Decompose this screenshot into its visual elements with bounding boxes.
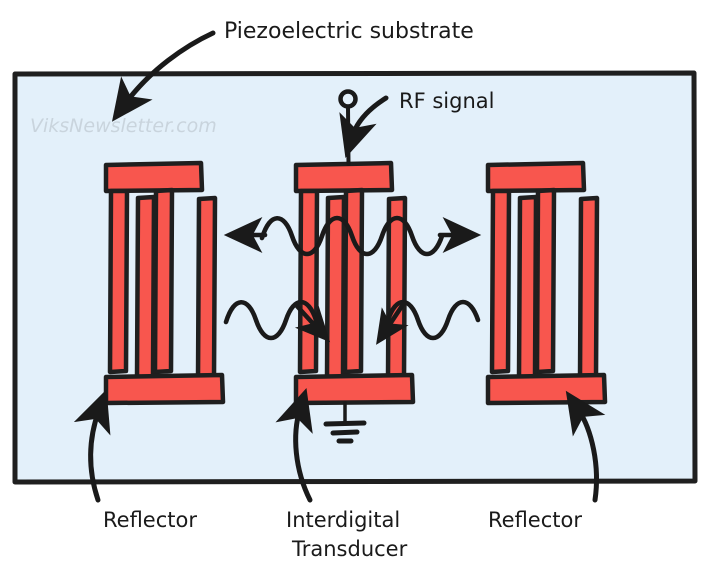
- reflector-right-finger-top-2: [534, 187, 557, 375]
- callout-reflector-right: Reflector: [488, 390, 606, 532]
- arrow-rf-icon: [339, 95, 389, 158]
- arrow-reflector-right-icon: [565, 390, 606, 503]
- reflector-left-bottom-busbar: [103, 372, 226, 406]
- arrow-substrate-icon: [111, 30, 216, 122]
- reflector-right: [485, 160, 608, 406]
- callout-piezoelectric-substrate: Piezoelectric substrate: [111, 19, 474, 122]
- reflector-right-finger-bottom-2: [577, 195, 600, 382]
- acoustic-wave-bottom: [223, 299, 481, 345]
- label-idt-line2: Transducer: [291, 537, 408, 561]
- reflector-right-finger-top-1: [489, 188, 512, 375]
- label-piezoelectric-substrate: Piezoelectric substrate: [224, 19, 474, 44]
- reflector-left-top-busbar: [103, 160, 205, 194]
- label-rf-signal: RF signal: [399, 89, 494, 113]
- reflector-right-bottom-busbar: [485, 372, 608, 406]
- acoustic-wave-top: [223, 215, 482, 257]
- callout-rf-signal: RF signal: [339, 89, 494, 158]
- idt-top-busbar: [293, 160, 395, 194]
- wave-bottom-arrow-inward-left: [376, 300, 409, 345]
- reflector-left-finger-bottom-1: [134, 194, 157, 381]
- idt-finger-bottom-2: [385, 195, 408, 382]
- idt-finger-top-1: [297, 188, 320, 375]
- callout-reflector-left: Reflector: [73, 389, 197, 532]
- interdigital-transducer: [293, 160, 416, 406]
- label-reflector-left: Reflector: [103, 508, 197, 532]
- arrow-idt-icon: [275, 387, 313, 503]
- idt-bottom-busbar: [293, 372, 416, 406]
- ground-symbol-icon: [323, 401, 367, 444]
- arrow-reflector-left-icon: [73, 389, 111, 503]
- reflector-right-finger-bottom-1: [516, 194, 539, 381]
- idt-finger-top-2: [342, 187, 365, 375]
- label-reflector-right: Reflector: [488, 508, 582, 532]
- reflector-left: [103, 160, 226, 406]
- reflector-left-finger-top-2: [152, 187, 175, 375]
- watermark-text: ViksNewsletter.com: [30, 115, 217, 137]
- reflector-right-top-busbar: [485, 160, 587, 194]
- label-idt-line1: Interdigital: [286, 508, 400, 532]
- callout-interdigital-transducer: Interdigital Transducer: [275, 387, 408, 561]
- wave-top-sine: [259, 215, 445, 257]
- reflector-left-finger-top-1: [107, 188, 130, 375]
- reflector-left-finger-bottom-2: [195, 195, 218, 382]
- rf-terminal-lead: [346, 105, 351, 166]
- wave-bottom-arrow-inward-right: [293, 302, 331, 343]
- wave-bottom-left-sine: [223, 299, 319, 341]
